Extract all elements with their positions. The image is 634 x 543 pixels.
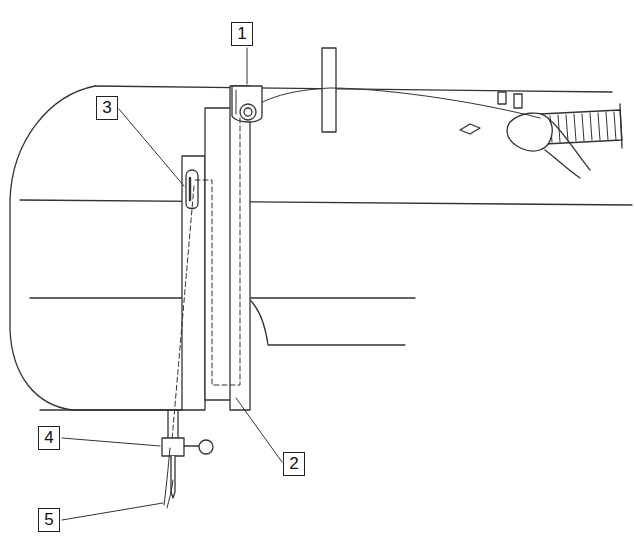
callout-number: 2: [283, 452, 305, 476]
callout-number: 5: [38, 508, 60, 532]
callout-number: 1: [231, 22, 253, 46]
callout-number: 3: [96, 96, 118, 120]
callout-number: 4: [38, 426, 60, 450]
